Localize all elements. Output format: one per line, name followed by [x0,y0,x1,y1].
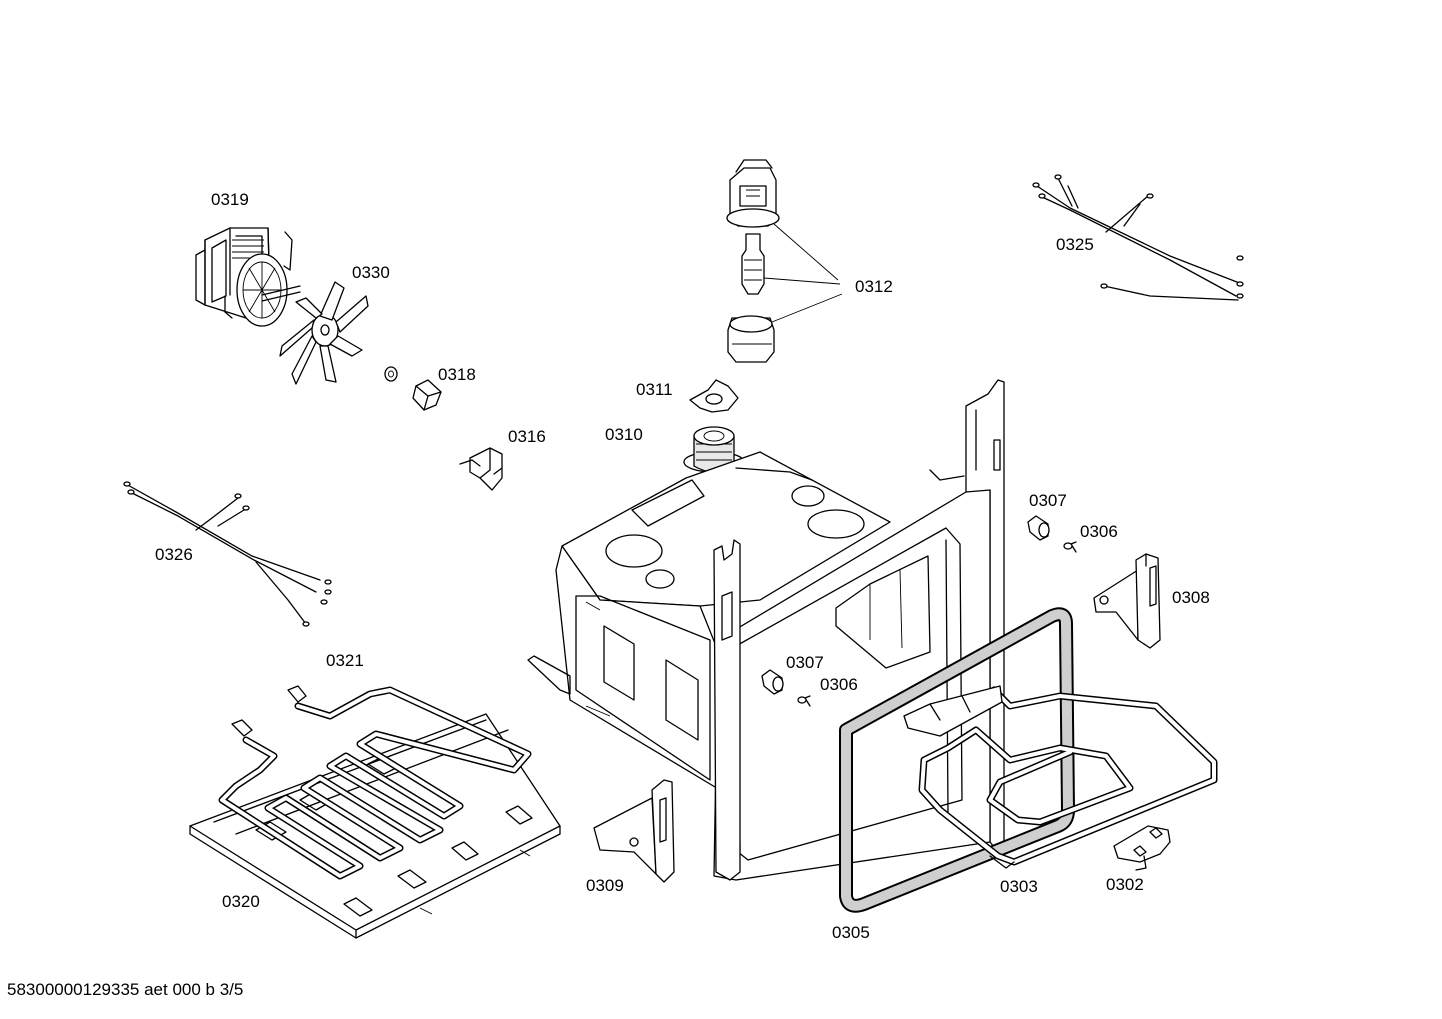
label-0302: 0302 [1106,875,1144,894]
lamp-leader-lines [763,223,843,323]
label-0318: 0318 [438,365,476,384]
label-0325: 0325 [1056,235,1094,254]
label-0310: 0310 [605,425,643,444]
knob-0307-lower [761,669,784,695]
fan-blade-0330 [279,281,369,385]
label-0316: 0316 [508,427,546,446]
lamp-assembly-0312 [726,159,780,363]
hinge-bracket-0309 [593,779,675,883]
bracket-0316 [459,447,503,491]
label-0307-upper: 0307 [1029,491,1067,510]
heating-element-0321 [218,685,532,880]
fan-motor-0319 [195,227,301,327]
clip-0311 [689,379,739,413]
door-gasket-0305 [839,607,1075,913]
label-0321: 0321 [326,651,364,670]
label-0330: 0330 [352,263,390,282]
label-0311: 0311 [636,380,673,399]
label-0312: 0312 [855,277,893,296]
label-0306-upper: 0306 [1080,522,1118,541]
bracket-0302 [1113,825,1171,871]
label-0305: 0305 [832,923,870,942]
knob-0307-upper [1027,515,1050,541]
label-0307-lower: 0307 [786,653,824,672]
heating-element-0303 [903,685,1218,869]
wire-harness-0326 [123,481,332,627]
screw-0306-lower [797,695,811,707]
label-0326: 0326 [155,545,193,564]
label-0303: 0303 [1000,877,1038,896]
hinge-bracket-0308 [1093,553,1161,649]
label-0320: 0320 [222,892,260,911]
document-reference: 58300000129335 aet 000 b 3/5 [7,980,244,999]
screw-0306-upper [1063,541,1077,553]
label-0308: 0308 [1172,588,1210,607]
label-0309: 0309 [586,876,624,895]
part-labels: 0319 0330 0318 0316 0312 0311 0310 0325 … [155,190,1210,942]
label-0319: 0319 [211,190,249,209]
label-0306-lower: 0306 [820,675,858,694]
wire-harness-0325 [1032,174,1244,301]
nut-0318 [384,366,442,411]
